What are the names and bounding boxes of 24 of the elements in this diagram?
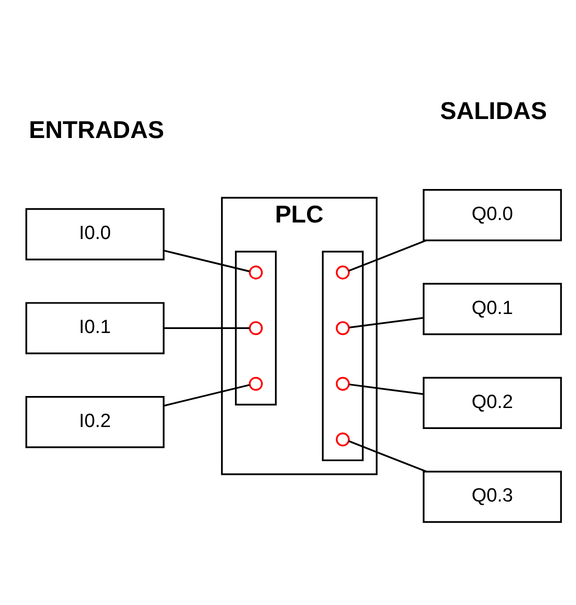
connector [164,250,250,272]
node-box: I0.2 [25,396,165,448]
cluster [322,250,364,462]
node-circle [336,376,350,391]
node-circle [336,432,350,446]
node-circle [336,321,350,336]
connector [348,440,427,472]
connector [164,384,250,407]
node-box: I0.0 [25,208,165,260]
node-box: Q0.3 [422,470,562,523]
cluster: PLC [221,196,378,476]
connector [164,327,250,330]
node-box: I0.1 [25,302,165,354]
node-box: Q0.2 [422,376,562,429]
cluster [234,250,277,406]
node-circle [248,321,263,336]
node-box: Q0.1 [422,282,562,336]
connector [348,240,427,272]
node-box: Q0.0 [422,189,562,242]
node-circle [248,376,263,391]
label: SALIDAS [440,98,547,125]
node-circle [248,266,263,280]
label: ENTRADAS [28,117,164,144]
node-circle [336,266,350,280]
